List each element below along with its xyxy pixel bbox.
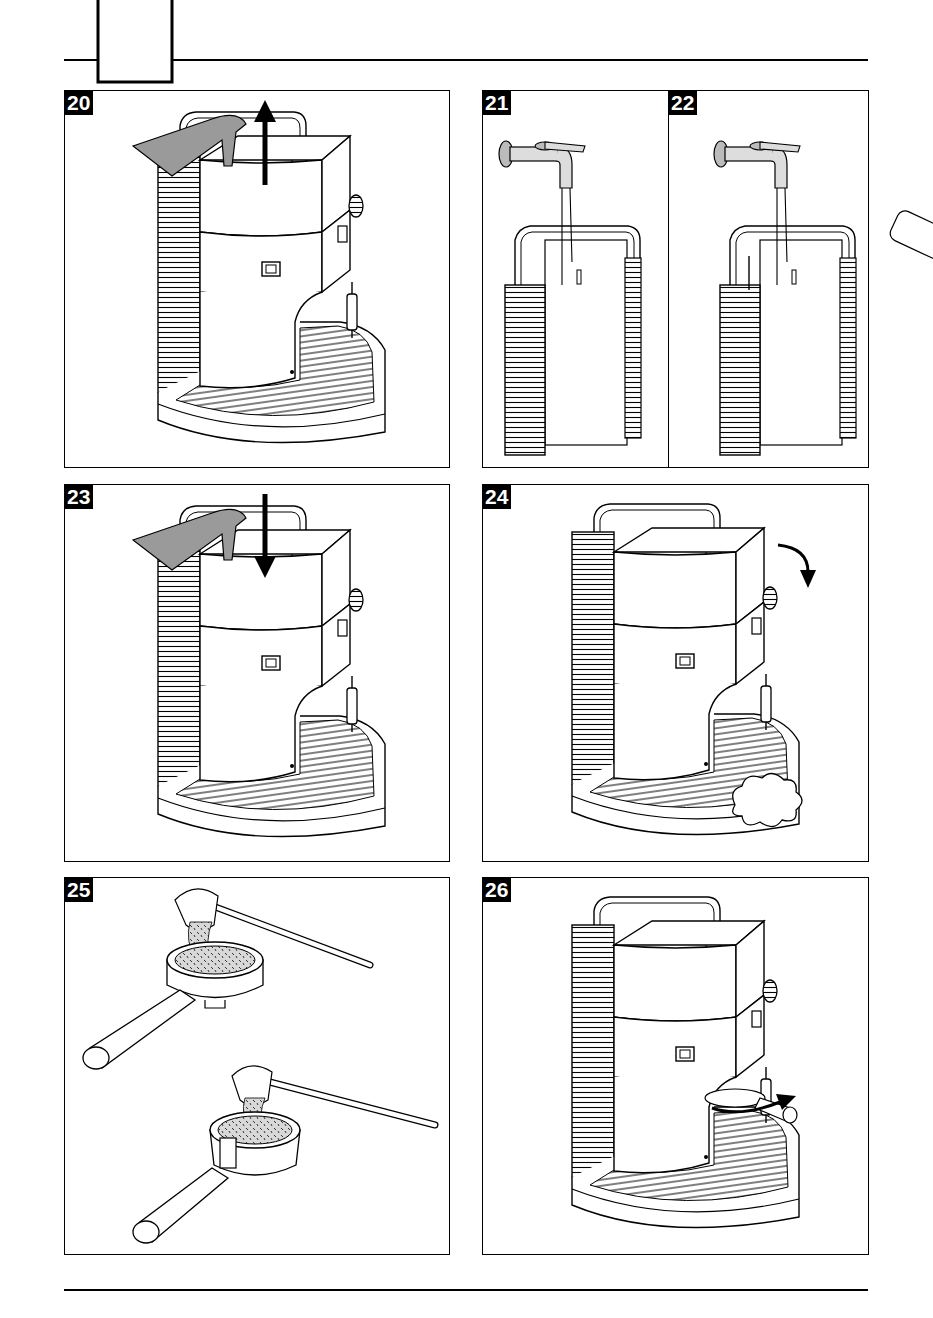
step-number: 21 [482,90,511,115]
machine-lower [263,494,268,560]
filter-holder-fill [133,1221,159,1243]
page-header [64,1289,868,1291]
step-number: 23 [64,484,93,509]
machine-lift [133,100,385,443]
machine-lower [133,494,385,837]
step-number: 26 [482,877,511,902]
machine-insert-filter [776,1094,796,1110]
step-panel: 26 [482,877,869,1255]
machine-insert-filter [572,897,799,1228]
machine-lower [133,509,246,570]
step-number: 20 [64,90,93,115]
machine-lift [133,115,246,176]
page-header [64,59,868,61]
machine-insert-filter [572,897,799,1228]
machine-lift [254,100,276,122]
step-panel: 24 [482,484,869,862]
filter-holder-fill [167,942,263,978]
machine-insert-filter [712,1102,780,1112]
tank-fill-additive [720,226,856,455]
machine-lower [254,556,276,578]
tank-fill-additive [748,256,749,290]
machine-steam [572,504,816,835]
step-panel: 20 [64,90,450,468]
step-number: 24 [482,484,511,509]
filter-holder-fill [175,946,255,974]
tank-fill-additive [714,141,800,285]
tank-fill-additive [888,208,933,268]
tank-fill-additive [714,141,933,455]
step-panel: 25 [64,877,450,1255]
step-panel: 22 [668,90,869,468]
page-header [64,0,868,1290]
machine-lift [263,118,268,185]
machine-steam [733,773,802,826]
machine-steam [778,545,808,572]
tank-fill [499,141,641,455]
filter-holder-fill [83,889,435,1243]
machine-insert-filter [783,1107,797,1123]
step-number: 22 [668,90,697,115]
tank-fill [505,226,641,455]
step-number: 25 [64,877,93,902]
filter-holder-fill [205,1000,225,1008]
page-header [98,0,172,82]
filter-holder-fill [83,1047,109,1069]
step-panel: 21 [482,90,669,468]
machine-steam [800,570,816,588]
tank-fill [499,141,585,285]
step-panel: 23 [64,484,450,862]
machine-insert-filter [705,1089,765,1107]
filter-holder-fill [220,1138,236,1168]
tank-fill-additive [888,208,933,263]
